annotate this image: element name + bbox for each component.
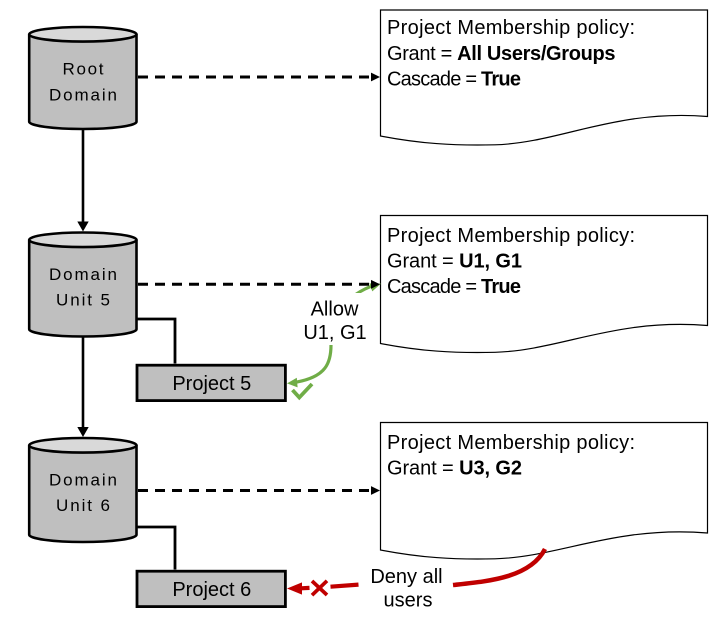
svg-text:users: users <box>384 590 433 612</box>
svg-text:Domain: Domain <box>49 470 117 489</box>
svg-text:Grant = All Users/Groups: Grant = All Users/Groups <box>387 43 616 65</box>
svg-text:Project Membership policy:: Project Membership policy: <box>387 432 635 454</box>
svg-text:Unit 6: Unit 6 <box>56 496 110 515</box>
svg-text:Root: Root <box>63 60 104 79</box>
svg-text:Allow: Allow <box>311 298 359 320</box>
svg-text:Unit 5: Unit 5 <box>56 291 110 310</box>
svg-text:Grant = U1, G1: Grant = U1, G1 <box>387 251 522 273</box>
svg-text:Cascade = True: Cascade = True <box>387 69 521 91</box>
svg-text:Project Membership policy:: Project Membership policy: <box>387 225 635 247</box>
svg-text:Domain: Domain <box>49 85 117 104</box>
svg-text:Grant = U3, G2: Grant = U3, G2 <box>387 458 522 480</box>
svg-text:Deny all: Deny all <box>370 566 442 588</box>
svg-text:Project 5: Project 5 <box>172 373 251 395</box>
svg-text:Project Membership policy:: Project Membership policy: <box>387 17 635 39</box>
svg-text:Project 6: Project 6 <box>172 579 251 601</box>
svg-text:Cascade = True: Cascade = True <box>387 276 521 298</box>
svg-text:U1, G1: U1, G1 <box>303 322 366 344</box>
svg-text:Domain: Domain <box>49 265 117 284</box>
